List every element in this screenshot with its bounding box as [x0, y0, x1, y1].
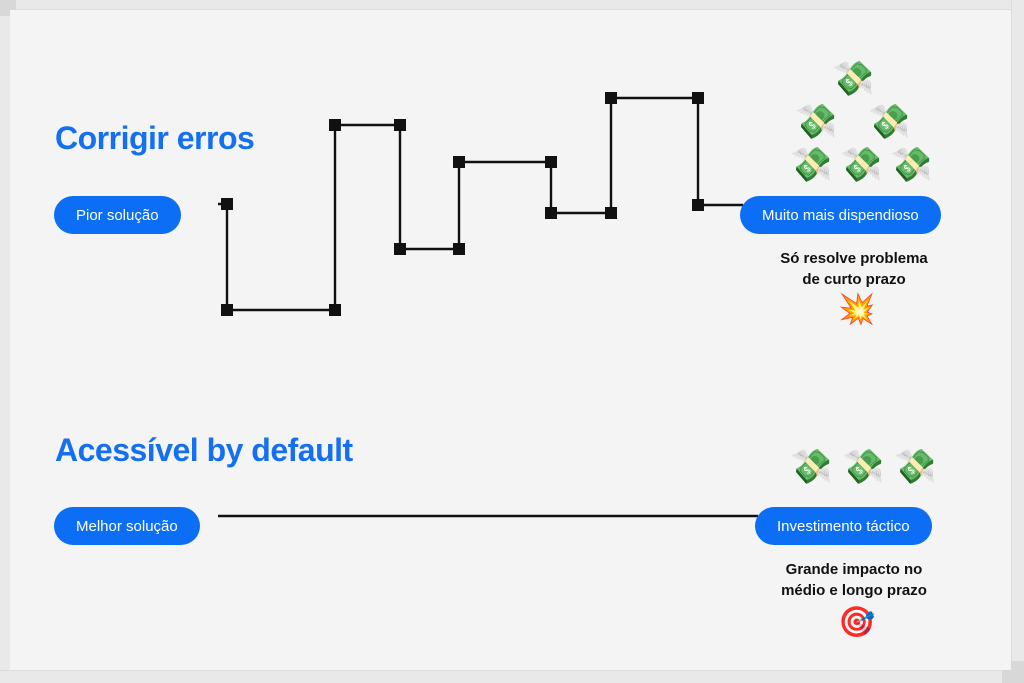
path-node	[605, 92, 617, 104]
section-heading-acessivel-by-default: Acessível by default	[55, 432, 353, 468]
money-with-wings-icon: 💸	[890, 146, 933, 184]
caption-line: Grande impacto no	[785, 561, 923, 578]
window-frame-top	[0, 0, 1024, 10]
zigzag-path-corrigir-erros	[218, 96, 743, 312]
money-with-wings-icon: 💸	[894, 448, 937, 486]
path-node	[329, 304, 341, 316]
money-with-wings-icon: 💸	[795, 103, 838, 141]
path-node	[394, 243, 406, 255]
caption-line: médio e longo prazo	[781, 582, 927, 599]
pill-pior-solucao[interactable]: Pior solução	[54, 196, 181, 234]
path-node	[692, 199, 704, 211]
window-frame-left	[0, 0, 9, 683]
pill-melhor-solucao[interactable]: Melhor solução	[54, 507, 200, 545]
money-with-wings-icon: 💸	[790, 448, 833, 486]
money-with-wings-icon: 💸	[840, 146, 883, 184]
path-node	[221, 304, 233, 316]
collision-icon: 💥	[838, 293, 876, 326]
path-node	[545, 156, 557, 168]
slide-canvas: Corrigir erros Pior solução Muito mais d…	[10, 10, 1011, 670]
connector-diagram	[218, 92, 758, 518]
horizontal-scrollbar[interactable]	[0, 670, 1024, 683]
money-with-wings-icon: 💸	[842, 448, 885, 486]
vertical-scrollbar[interactable]	[1011, 0, 1024, 683]
caption-curto-prazo: Só resolve problema de curto prazo	[724, 248, 984, 290]
path-node	[545, 207, 557, 219]
money-with-wings-icon: 💸	[832, 60, 875, 98]
caption-line: Só resolve problema	[780, 250, 928, 267]
direct-hit-target-icon: 🎯	[838, 606, 876, 639]
money-with-wings-icon: 💸	[790, 146, 833, 184]
section-heading-corrigir-erros: Corrigir erros	[55, 120, 255, 156]
path-node	[453, 156, 465, 168]
path-node	[394, 119, 406, 131]
caption-medio-longo-prazo: Grande impacto no médio e longo prazo	[724, 559, 984, 601]
path-node	[221, 198, 233, 210]
path-node	[453, 243, 465, 255]
pill-investimento-tactico[interactable]: Investimento táctico	[755, 507, 932, 545]
path-node	[692, 92, 704, 104]
pill-muito-mais-dispendioso[interactable]: Muito mais dispendioso	[740, 196, 941, 234]
money-with-wings-icon: 💸	[868, 103, 911, 141]
path-node	[605, 207, 617, 219]
caption-line: de curto prazo	[802, 271, 906, 288]
path-node	[329, 119, 341, 131]
